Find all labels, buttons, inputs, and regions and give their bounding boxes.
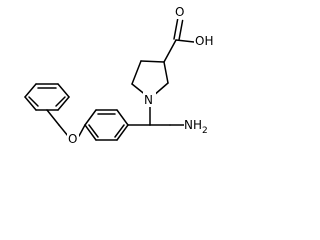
ether-oxygen-label: O — [68, 132, 77, 146]
bond-cooh-c-oh — [175, 39, 195, 43]
bond-ring-c3-c2 — [163, 61, 169, 84]
amine-nh-text: NH — [184, 118, 202, 132]
bond-cooh-c-carbonyl-o-1 — [173, 18, 179, 40]
bond-ph-5 — [57, 83, 70, 98]
bond-aryl-4 — [84, 124, 97, 141]
hydroxyl-label: OH — [195, 34, 213, 48]
label-amine: NH2 — [184, 116, 214, 136]
label-carbonyl-o: O — [174, 4, 186, 19]
carbonyl-oxygen-label: O — [175, 5, 184, 19]
chemical-structure: O OH N NH2 O — [24, 4, 216, 146]
bond-aryl-1 — [116, 109, 129, 126]
bond-aryl-3 — [84, 109, 97, 126]
pyrrolidine-nitrogen-label: N — [144, 93, 153, 107]
carboxylic-acid-group — [163, 18, 195, 63]
bond-aryl-o — [78, 124, 86, 137]
label-carboxyl-oh: OH — [194, 33, 216, 48]
bond-ring-c5-c4 — [131, 60, 142, 85]
bond-aryl-6 — [116, 124, 129, 141]
bond-cooh-c-carbonyl-o-2 — [178, 19, 184, 41]
label-pyrrolidine-n: N — [143, 92, 156, 107]
phenylene-ring — [84, 109, 129, 141]
bond-ch2-phenyl — [46, 109, 60, 126]
bond-cooh-c-ring — [163, 39, 177, 63]
bond-ph-inner-1 — [28, 96, 39, 107]
bond-ph-6 — [57, 96, 70, 111]
bond-aryl-inner-2 — [88, 124, 99, 138]
bond-ph-2 — [24, 96, 37, 111]
phenyl-ring — [24, 83, 70, 111]
amine-subscript: 2 — [202, 126, 208, 136]
bond-aryl-inner-3 — [114, 124, 125, 138]
ether-linkage — [46, 109, 86, 137]
bond-ring-c4-c3 — [140, 60, 165, 63]
bond-ph-inner-3 — [55, 96, 66, 107]
amine-label: NH2 — [184, 118, 208, 136]
bond-o-ch2 — [58, 124, 69, 137]
label-ether-o: O — [67, 131, 79, 146]
bond-ph-3 — [24, 83, 37, 98]
pyrrolidine-ring — [131, 60, 169, 97]
aminoethyl-chain — [127, 105, 185, 126]
